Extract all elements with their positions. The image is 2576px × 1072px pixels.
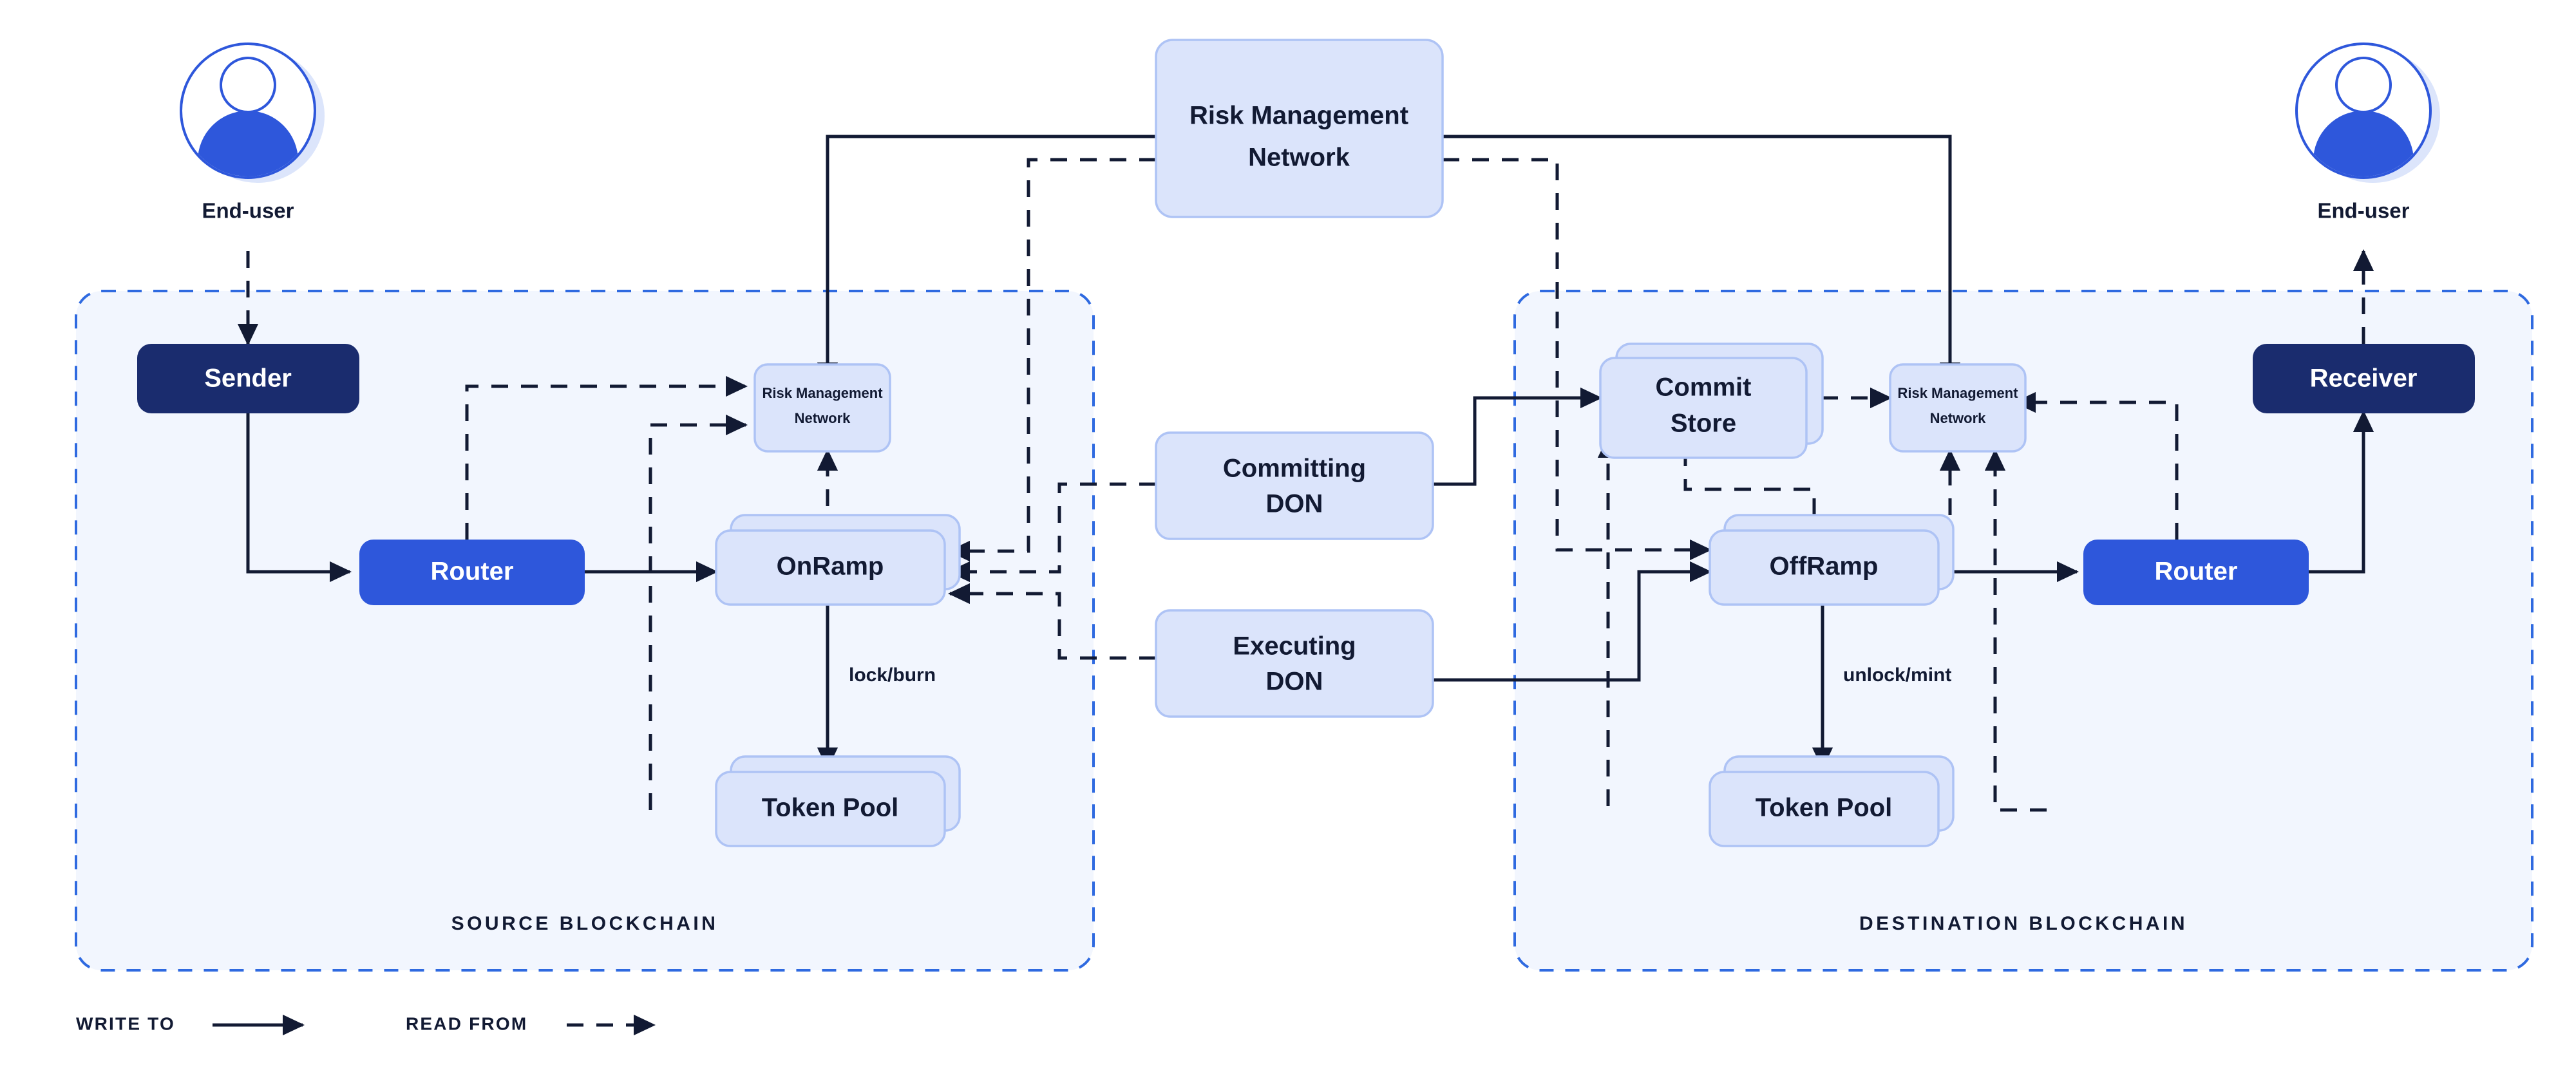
wire-executing-don-to-offramp: [1433, 561, 1712, 682]
node-receiver[interactable]: Receiver: [2253, 344, 2475, 413]
end-user-left: End-user: [180, 42, 325, 223]
commit-store-label-line1: Commit: [1656, 373, 1752, 402]
rmn-source-label-line2: Network: [795, 410, 851, 426]
offramp-label: OffRamp: [1770, 552, 1879, 581]
source-zone-label: SOURCE BLOCKCHAIN: [451, 913, 719, 934]
wire-rmn-top-reads-offramp: [1443, 158, 1712, 561]
wire-router-destination-reads-rmn: [2013, 391, 2179, 540]
token-pool-source-label: Token Pool: [762, 794, 899, 822]
legend-item-write-to: WRITE TO: [76, 1013, 305, 1036]
wire-committing-don-to-commit-store: [1433, 387, 1603, 486]
onramp-label: OnRamp: [777, 552, 884, 581]
avatar-left-icon: [180, 42, 325, 183]
token-pool-destination-label: Token Pool: [1756, 794, 1893, 822]
destination-zone-label: DESTINATION BLOCKCHAIN: [1859, 913, 2188, 934]
rmn-top-label-line1: Risk Management: [1189, 102, 1408, 130]
wire-rmn-top-to-rmn-destination: [1443, 135, 1961, 385]
legend-read-from-label: READ FROM: [406, 1013, 527, 1033]
legend-write-to-label: WRITE TO: [76, 1013, 175, 1033]
rmn-destination-label-line1: Risk Management: [1897, 385, 2018, 401]
executing-don-label-line1: Executing: [1233, 632, 1356, 661]
node-commit-store[interactable]: Commit Store: [1599, 343, 1824, 459]
wire-sender-to-router: [246, 412, 352, 583]
committing-don-label-line1: Committing: [1223, 455, 1366, 483]
router-destination-label: Router: [2155, 558, 2238, 586]
router-source-label: Router: [431, 558, 514, 586]
wire-executing-don-reads-onramp: [947, 583, 1156, 660]
node-router-source[interactable]: Router: [359, 540, 585, 605]
rmn-top-label-line2: Network: [1248, 144, 1350, 172]
node-token-pool-destination[interactable]: Token Pool: [1709, 755, 1955, 847]
node-offramp[interactable]: OffRamp: [1709, 514, 1955, 606]
connector-layer: [237, 135, 2374, 812]
end-user-right: End-user: [2295, 42, 2440, 223]
avatar-right-icon: [2295, 42, 2440, 183]
wire-router-source-reads-rmn: [465, 375, 748, 540]
wire-rmn-top-reads-onramp: [947, 158, 1156, 562]
rmn-destination-label-line2: Network: [1930, 410, 1987, 426]
node-executing-don[interactable]: Executing DON: [1155, 609, 1434, 718]
sender-label: Sender: [204, 364, 292, 393]
node-onramp[interactable]: OnRamp: [715, 514, 961, 606]
legend: WRITE TO READ FROM: [76, 1013, 656, 1036]
wire-committing-don-reads-onramp: [947, 482, 1156, 583]
unlock-mint-label: unlock/mint: [1843, 664, 1951, 686]
executing-don-label-line2: DON: [1266, 668, 1323, 696]
lock-burn-label: lock/burn: [849, 664, 936, 686]
node-committing-don[interactable]: Committing DON: [1155, 431, 1434, 540]
receiver-label: Receiver: [2310, 364, 2418, 393]
commit-store-label-line2: Store: [1671, 409, 1736, 438]
end-user-right-label: End-user: [2317, 199, 2409, 223]
wire-router-destination-to-receiver: [2302, 409, 2374, 574]
legend-item-read-from: READ FROM: [406, 1013, 656, 1036]
node-risk-management-network-destination[interactable]: Risk Management Network: [1889, 363, 2027, 453]
wire-offramp-reads-commit-store: [1674, 435, 1816, 545]
node-token-pool-source[interactable]: Token Pool: [715, 755, 961, 847]
node-risk-management-network-top[interactable]: Risk Management Network: [1155, 39, 1444, 218]
rmn-source-label-line1: Risk Management: [762, 385, 883, 401]
node-router-destination[interactable]: Router: [2083, 540, 2309, 605]
node-risk-management-network-source[interactable]: Risk Management Network: [753, 363, 891, 453]
wire-tokenpool-source-reads-rmn: [649, 414, 748, 810]
wire-rmn-top-to-rmn-source: [817, 135, 1156, 385]
end-user-left-label: End-user: [202, 199, 294, 223]
node-sender[interactable]: Sender: [137, 344, 359, 413]
committing-don-label-line2: DON: [1266, 490, 1323, 518]
